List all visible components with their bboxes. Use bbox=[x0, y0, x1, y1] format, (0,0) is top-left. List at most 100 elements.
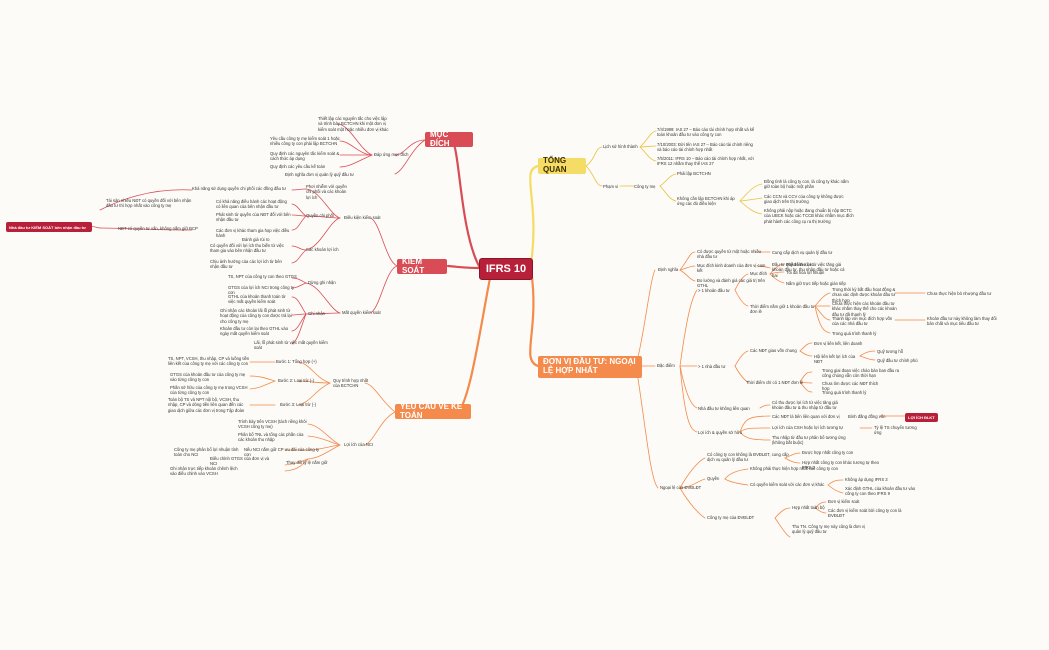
node-yc-nci6[interactable]: Thay đổi tỷ lệ nắm giữ bbox=[286, 460, 328, 465]
node-dv-nl3[interactable]: Công ty mẹ của ĐVĐLĐT bbox=[707, 515, 755, 520]
node-dv-tdn1[interactable]: Trong giai đoạn việc chào bán ban đầu ra… bbox=[822, 368, 900, 379]
node-dv-nl2d[interactable]: Xác định GTHL của khoản đầu tư vào công … bbox=[845, 486, 916, 497]
node-dv-dd-b[interactable]: > 1 nhà đầu tư bbox=[698, 364, 726, 369]
node-ks-outer-1b[interactable]: Tài sản nhiều NĐT có quyền đối với bên n… bbox=[106, 198, 192, 209]
node-ks-mq2[interactable]: GTGS của lợi ích NCI trong công ty con bbox=[228, 285, 295, 296]
node-yc-b2a[interactable]: GTGS của khoản đầu tư của công ty mẹ vào… bbox=[170, 372, 246, 383]
node-tq-kl1[interactable]: Đồng tình là công ty con, là công ty khá… bbox=[764, 179, 849, 190]
node-ks-dk2[interactable]: Có khả năng điều hành các hoạt động có l… bbox=[216, 199, 287, 210]
node-dv-lo2b[interactable]: Tỷ lệ TS chuyển tương ứng bbox=[874, 425, 917, 436]
node-dv-lo1[interactable]: Các NĐT là bên liên quan với đơn vị bbox=[772, 414, 840, 419]
node-dv-dn3[interactable]: Đo lường và đánh giá các giá trị trên GT… bbox=[697, 278, 765, 289]
node-dv-ngoai-le[interactable]: Ngoại lệ của ĐVĐLĐT bbox=[660, 485, 702, 490]
node-tq-lich-su[interactable]: Lịch sử hình thành bbox=[603, 144, 638, 149]
node-ks-dieu-kien[interactable]: Điều kiện kiểm soát bbox=[344, 215, 381, 220]
node-dv-td1b[interactable]: Chưa thực hiện bỏ nhượng đầu tư bbox=[927, 291, 992, 296]
node-dv-lo3[interactable]: Thu nhập từ đầu tư phân bổ tương ứng (kh… bbox=[772, 435, 846, 446]
node-tq-pham-vi[interactable]: Phạm vi bbox=[603, 184, 619, 189]
node-md-dap-ung[interactable]: Đáp ứng mục đích bbox=[374, 152, 409, 157]
node-dv-dd-a[interactable]: > 1 khoản đầu tư bbox=[698, 288, 730, 293]
central-topic[interactable]: IFRS 10 bbox=[479, 258, 533, 280]
node-dv-kkl1[interactable]: Có thu được lợi ích từ việc tăng giá kho… bbox=[772, 400, 838, 411]
node-dv-nlq[interactable]: Các NĐT giao vốn chung bbox=[750, 348, 797, 353]
node-dv-dn1b[interactable]: Cung cấp dịch vụ quản lý đầu tư bbox=[772, 250, 833, 255]
node-md-yeu-cau[interactable]: Yêu cầu công ty mẹ kiểm soát 1 hoặc nhiề… bbox=[270, 136, 340, 147]
node-ks-mq4[interactable]: Ghi nhận các khoản lãi lỗ phát sinh từ h… bbox=[220, 308, 292, 324]
node-yc-nci3[interactable]: Công ty mẹ phân bổ lợi nhuận tính toán c… bbox=[174, 447, 239, 458]
node-ks-mq1[interactable]: TS, NPT của công ty con theo GTGS bbox=[228, 274, 297, 279]
node-ks-dk7[interactable]: Chịu ảnh hưởng của các lợi ích từ bên nh… bbox=[210, 259, 282, 270]
node-dv-nl1b[interactable]: Hợp nhất công ty con khác tương tự theo … bbox=[802, 460, 879, 471]
node-dv-td3[interactable]: Thành lập với mục đích hợp vốn của các n… bbox=[832, 316, 893, 327]
node-yc-nci2[interactable]: Phân bổ TNL và tổng các phần của các kho… bbox=[238, 432, 304, 443]
node-dv-td1[interactable]: Trong thời kỳ bắt đầu hoạt động & chưa x… bbox=[832, 287, 896, 303]
node-ks-mq3[interactable]: GTHL của khoản thanh toán từ việc mất qu… bbox=[228, 294, 286, 305]
node-ks-dung-ghi-nhan[interactable]: Dừng ghi nhận bbox=[308, 280, 336, 285]
node-dv-quyen[interactable]: Quyền bbox=[707, 476, 720, 481]
node-yc-nci1[interactable]: Trình bày trên VCSH (tách riêng khỏi VCS… bbox=[238, 419, 307, 430]
node-dv-nl1[interactable]: Có công ty con không là ĐVĐLĐT, cung cấp… bbox=[707, 452, 789, 463]
node-dv-nl3a[interactable]: Hợp nhất toàn bộ bbox=[792, 505, 825, 510]
node-yc-b3a[interactable]: Toàn bộ TS và NPT nội bộ, VCSH, thu nhập… bbox=[168, 397, 245, 413]
node-yc-b1a[interactable]: TS, NPT, VCSH, thu nhập, CP và luồng tiề… bbox=[168, 356, 250, 367]
node-tq-ctm1[interactable]: Phải lập BCTCHN bbox=[677, 171, 711, 176]
node-ks-mq5[interactable]: Khoản đầu tư còn lại theo GTHL vào ngày … bbox=[220, 326, 289, 337]
node-dv-nlq2[interactable]: Hội liên kết lợi ích của NĐT bbox=[814, 354, 856, 365]
node-dv-dac-diem[interactable]: Đặc điểm bbox=[657, 363, 675, 368]
node-dv-nl2c[interactable]: Không áp dụng IFRS 3 bbox=[845, 477, 888, 482]
node-dv-lo1b[interactable]: Bình đẳng đồng vốn bbox=[848, 414, 886, 419]
node-yc-nci7[interactable]: Ghi nhận trực tiếp khoản chênh lệch vào … bbox=[170, 466, 238, 477]
node-tq-khong-lap[interactable]: Không cần lập BCTCHN khi áp ứng các đủ đ… bbox=[677, 196, 735, 207]
node-dv-td3b[interactable]: Khoản đầu tư này không làm thay đổi bản … bbox=[927, 316, 997, 327]
node-dv-md3[interactable]: Nắm giữ trực tiếp hoặc gián tiếp bbox=[786, 281, 846, 286]
node-dv-nlq1[interactable]: Đơn vị liên kết, liên doanh bbox=[814, 341, 863, 346]
node-md-quy-dinh-kt[interactable]: Quy định các yêu cầu kế toán bbox=[270, 164, 326, 169]
node-ks-dk5b[interactable]: Các khoản lợi ích bbox=[306, 247, 339, 252]
topic-don-vi-dau-tu[interactable]: ĐƠN VỊ ĐẦU TƯ: NGOẠI LỆ HỢP NHẤT bbox=[538, 356, 642, 378]
node-dv-lo2[interactable]: Lợi ích của CSH hoặc lợi ích tương tự bbox=[772, 425, 844, 430]
node-dv-nlq2b[interactable]: Quỹ đầu tư chính phủ bbox=[877, 358, 918, 363]
node-dv-md1[interactable]: Phân tán rủi ro bbox=[786, 262, 814, 267]
node-md-thiet-lap[interactable]: Thiết lập các nguyên tắc cho việc lập và… bbox=[318, 116, 389, 132]
node-dv-thoi-diem[interactable]: Thời điểm nắm giữ 1 khoản đầu tư đơn lẻ bbox=[750, 304, 815, 315]
node-dv-loi-ich[interactable]: Lợi ích & quyền sở hữu bbox=[698, 430, 742, 435]
node-dv-nl1a[interactable]: Được hợp nhất công ty con bbox=[802, 450, 854, 455]
node-dv-td2[interactable]: Chưa thực hiện các khoản đầu tư khác nhằ… bbox=[832, 301, 897, 317]
node-yc-buoc-1[interactable]: Bước 1: Tổng hợp (+) bbox=[276, 359, 317, 364]
node-dv-dn2[interactable]: Mục đích kinh doanh của đơn vị cam kết bbox=[697, 263, 766, 274]
node-ks-dk2b[interactable]: Quyền chi phối bbox=[306, 213, 334, 218]
node-ks-dk3[interactable]: Phát sinh từ quyền của NĐT đối với bên n… bbox=[216, 212, 291, 223]
topic-yeu-cau-ke-toan[interactable]: YÊU CẦU VỀ KẾ TOÁN bbox=[395, 402, 471, 419]
node-ks-mat-quyen[interactable]: Mất quyền kiểm soát bbox=[342, 310, 381, 315]
node-dv-md2[interactable]: Tối đa hóa lợi nhuận bbox=[786, 270, 825, 275]
node-yc-nci[interactable]: Lợi ích của NCI bbox=[344, 442, 374, 447]
node-dv-nl3c[interactable]: Các đơn vị kiểm soát bởi công ty con là … bbox=[828, 508, 902, 519]
node-tq-ls1[interactable]: 7/4/1989: IAS 27 – Báo cáo tài chính hợp… bbox=[657, 127, 755, 138]
node-dv-muc-dich[interactable]: Mục đích bbox=[750, 271, 767, 276]
node-yc-buoc-2[interactable]: Bước 2: Loại trừ (-) bbox=[278, 378, 315, 383]
node-dv-tdn2[interactable]: Chưa tìm được các NĐT thích hợp bbox=[822, 381, 879, 392]
node-dv-dn1[interactable]: Có được quyền từ một hoặc nhiều nhà đầu … bbox=[697, 249, 761, 260]
node-dv-lo-tag[interactable]: LỢI ÍCH ĐLKT bbox=[905, 413, 938, 422]
node-yc-quy-trinh[interactable]: Quy trình hợp nhất của BCTCHN bbox=[333, 378, 369, 389]
node-dv-tdn[interactable]: Thời điểm chỉ có 1 NĐT đơn lẻ bbox=[746, 380, 804, 385]
node-ks-dk4[interactable]: Các đơn vị khác tham gia họp việc điều h… bbox=[216, 228, 290, 239]
node-ks-ghi-nhan[interactable]: Ghi nhận bbox=[308, 311, 325, 316]
topic-kiem-soat[interactable]: KIỂM SOÁT bbox=[397, 257, 447, 274]
node-ks-dk6[interactable]: Có quyền đối với lợi ích thu biến từ việ… bbox=[210, 243, 284, 254]
node-tq-kl2[interactable]: Các CCN và CCV của công ty không được gi… bbox=[764, 194, 844, 205]
node-yc-buoc-3[interactable]: Bước 3: Loại trừ (-) bbox=[280, 402, 317, 407]
node-yc-nci5[interactable]: Điều chỉnh GTGS của đơn vị và NCI bbox=[210, 456, 270, 467]
topic-tong-quan[interactable]: TỔNG QUAN bbox=[538, 156, 586, 174]
node-tq-cong-ty-me[interactable]: Công ty mẹ bbox=[634, 184, 656, 189]
node-ks-outer-2[interactable]: NĐT có quyền tư vấn, không nắm giữ BCP bbox=[118, 226, 198, 231]
node-dv-nl2a[interactable]: Không phải thực hiện hợp nhất các công t… bbox=[750, 466, 838, 471]
node-tq-kl3[interactable]: Không phải nộp hoặc đang chuẩn bị nộp BC… bbox=[764, 208, 854, 224]
node-tq-ls2[interactable]: 7/10/2003: Đời tên IAS 27 – Báo cáo tài … bbox=[657, 142, 753, 153]
node-md-quy-dinh-nt[interactable]: Quy định các nguyên tắc kiểm soát & cách… bbox=[270, 151, 340, 162]
node-dv-dinh-nghia[interactable]: Định nghĩa bbox=[658, 267, 679, 272]
node-ks-dk5[interactable]: Đánh giá rủi ro bbox=[242, 237, 270, 242]
node-dv-nl3b[interactable]: Đơn vị kiểm soát bbox=[828, 499, 860, 504]
node-dv-td4[interactable]: Trong quá trình thanh lý bbox=[832, 331, 877, 336]
node-dv-nl3d[interactable]: Thu TN. Công ty mẹ này cũng là đơn vị qu… bbox=[792, 524, 865, 535]
